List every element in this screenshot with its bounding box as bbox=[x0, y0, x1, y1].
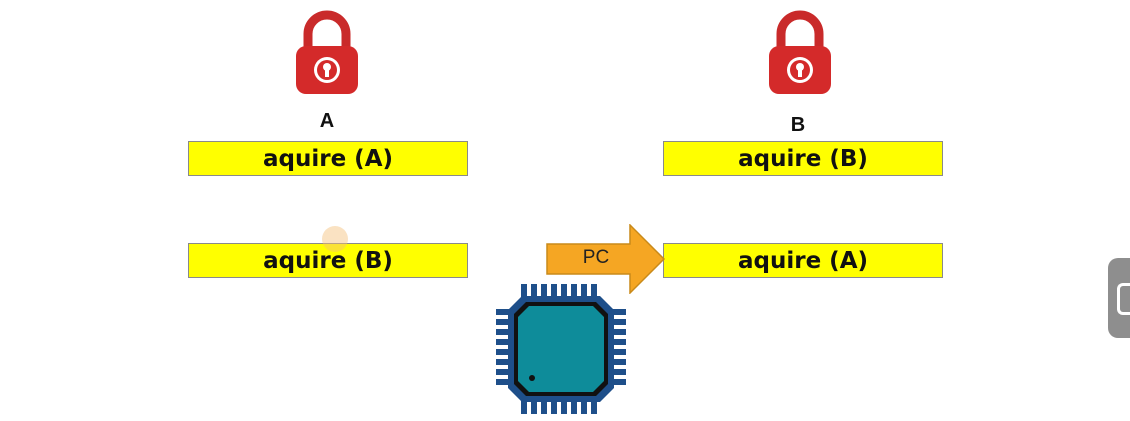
right-step-2: aquire (A) bbox=[663, 243, 943, 278]
side-panel-tab-icon bbox=[1117, 283, 1130, 315]
padlock-a-icon bbox=[294, 10, 360, 96]
padlock-b-icon bbox=[767, 10, 833, 96]
right-step-1: aquire (B) bbox=[663, 141, 943, 176]
left-step-2: aquire (B) bbox=[188, 243, 468, 278]
pointer-highlight bbox=[322, 226, 348, 252]
lock-b-label: B bbox=[790, 114, 806, 136]
lock-a-label: A bbox=[319, 110, 335, 132]
program-counter-label: PC bbox=[582, 247, 610, 268]
program-counter-arrow-icon bbox=[546, 223, 666, 295]
left-step-1: aquire (A) bbox=[188, 141, 468, 176]
cpu-chip-icon bbox=[494, 282, 628, 416]
